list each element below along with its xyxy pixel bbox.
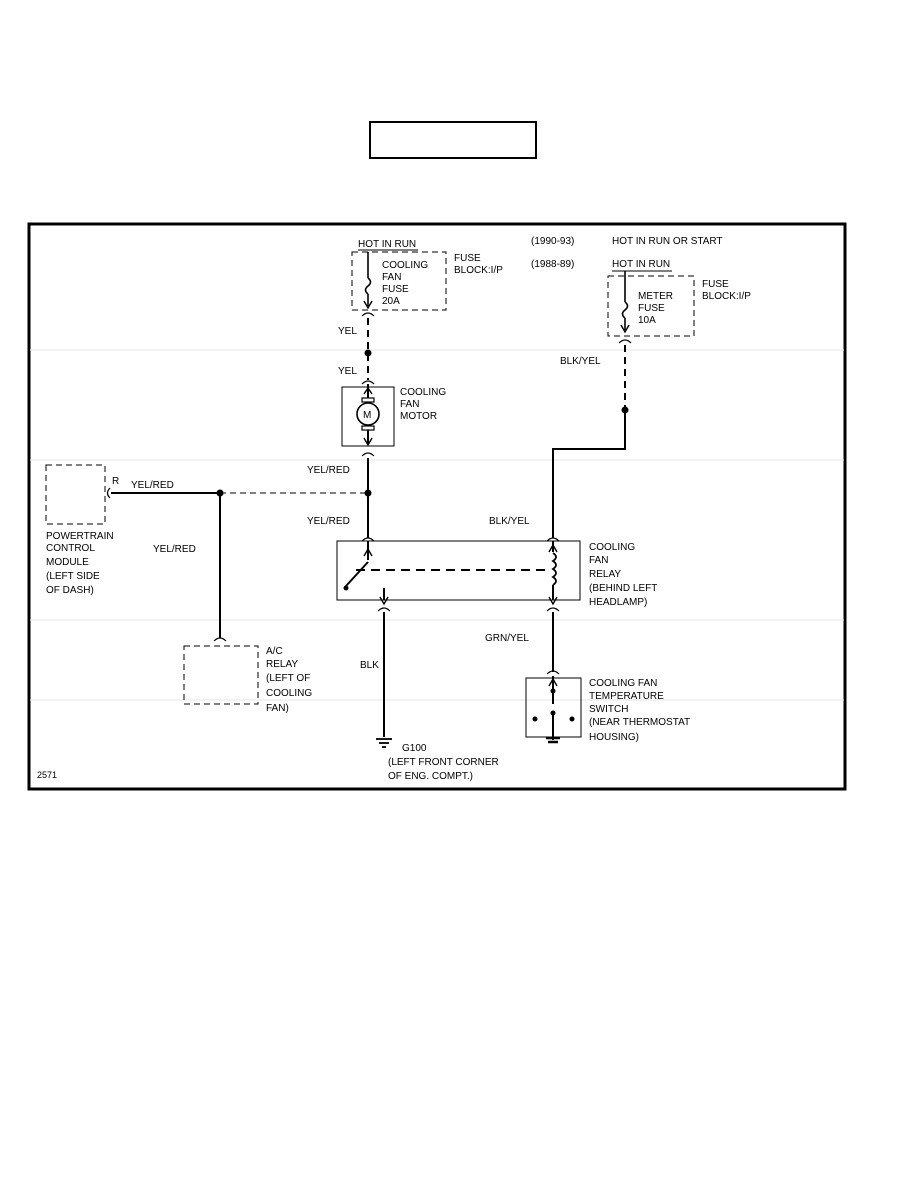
label-yel-red-1: YEL/RED (307, 465, 350, 476)
label-blk-yel-1: BLK/YEL (560, 356, 601, 367)
label-ac-2: RELAY (266, 659, 298, 670)
label-motor-2: FAN (400, 399, 419, 410)
label-blk-yel-2: BLK/YEL (489, 516, 530, 527)
label-yel-red-2: YEL/RED (131, 480, 174, 491)
label-relay-2: FAN (589, 555, 608, 566)
label-ac-1: A/C (266, 646, 283, 657)
label-fuse-block-2a: FUSE (702, 279, 729, 290)
label-blk: BLK (360, 660, 379, 671)
label-fuse-cooling-2: FAN (382, 272, 401, 283)
label-temp-2: TEMPERATURE (589, 691, 664, 702)
label-pcm-5: OF DASH) (46, 585, 94, 596)
label-figure-no: 2571 (37, 770, 57, 780)
label-motor-symbol: M (363, 410, 371, 421)
label-ac-5: FAN) (266, 703, 289, 714)
pcm-box (45, 464, 106, 525)
label-yel-1: YEL (338, 326, 357, 337)
label-meter-fuse-3: 10A (638, 315, 656, 326)
label-relay-1: COOLING (589, 542, 635, 553)
label-ground-2: (LEFT FRONT CORNER (388, 757, 499, 768)
label-yel-2: YEL (338, 366, 357, 377)
label-relay-4: (BEHIND LEFT (589, 583, 657, 594)
label-fuse-block-1a: FUSE (454, 253, 481, 264)
label-temp-5: HOUSING) (589, 732, 639, 743)
ac-relay-box (183, 645, 259, 705)
label-meter-fuse-2: FUSE (638, 303, 665, 314)
label-fuse-cooling-1: COOLING (382, 260, 428, 271)
label-fuse-block-1b: BLOCK:I/P (454, 265, 503, 276)
label-motor-1: COOLING (400, 387, 446, 398)
label-motor-3: MOTOR (400, 411, 437, 422)
label-temp-3: SWITCH (589, 704, 628, 715)
label-ground-3: OF ENG. COMPT.) (388, 771, 473, 782)
temperature-switch (525, 670, 582, 744)
label-ac-4: COOLING (266, 688, 312, 699)
label-pcm-3: MODULE (46, 557, 89, 568)
label-hot-in-run-2: HOT IN RUN (612, 259, 670, 270)
label-fuse-cooling-3: FUSE (382, 284, 409, 295)
label-meter-fuse-1: METER (638, 291, 673, 302)
label-pcm-4: (LEFT SIDE (46, 571, 100, 582)
label-hot-run-start: HOT IN RUN OR START (612, 236, 723, 247)
label-pcm-1: POWERTRAIN (46, 531, 114, 542)
label-yel-red-3: YEL/RED (307, 516, 350, 527)
label-years-1990: (1990-93) (531, 236, 574, 247)
label-pcm-2: CONTROL (46, 543, 95, 554)
label-fuse-cooling-4: 20A (382, 296, 400, 307)
cooling-fan-motor (341, 380, 395, 457)
meter-fuse (607, 270, 695, 344)
label-yel-red-4: YEL/RED (153, 544, 196, 555)
pcm-connector (106, 487, 111, 499)
cooling-fan-fuse (351, 249, 447, 317)
splice-yel-red-center (364, 489, 372, 497)
label-temp-1: COOLING FAN (589, 678, 657, 689)
header-blank-box (369, 121, 537, 159)
cooling-fan-relay (336, 537, 581, 612)
label-relay-5: HEADLAMP) (589, 597, 647, 608)
wire-blk-yel-solid (552, 410, 626, 538)
label-grn-yel: GRN/YEL (485, 633, 529, 644)
label-hot-in-run-1: HOT IN RUN (358, 239, 416, 250)
label-fuse-block-2b: BLOCK:I/P (702, 291, 751, 302)
label-ac-3: (LEFT OF (266, 673, 310, 684)
label-relay-3: RELAY (589, 569, 621, 580)
label-temp-4: (NEAR THERMOSTAT (589, 717, 690, 728)
ac-relay-connector (213, 637, 227, 642)
faint-grid (30, 349, 844, 701)
label-years-1988: (1988-89) (531, 259, 574, 270)
diagram-frame (27, 222, 847, 791)
label-ground-1: G100 (402, 743, 427, 754)
ground-symbol (376, 738, 392, 748)
label-r-pin: R (112, 476, 119, 487)
splice-yel (364, 349, 372, 357)
